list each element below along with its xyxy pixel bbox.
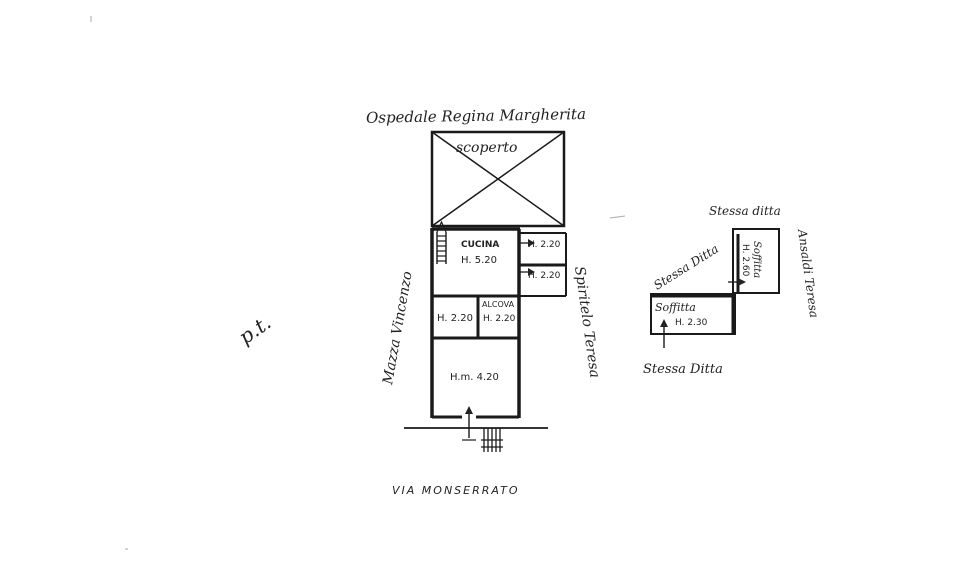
- left-room-height: H. 2.20: [437, 313, 473, 324]
- street-label: VIA MONSERRATO: [392, 484, 520, 497]
- courtyard: [430, 130, 566, 228]
- entrance-steps: [481, 428, 503, 452]
- courtyard-label: scoperto: [456, 140, 517, 156]
- kitchen-height: H. 5.20: [461, 255, 497, 266]
- attic-walls: [650, 228, 780, 335]
- north-neighbor-label: Ospedale Regina Margherita: [366, 105, 586, 127]
- attic-arrows: [660, 278, 746, 348]
- alcove-label: ALCOVA: [482, 300, 515, 309]
- attic-right-neighbor: Ansaldi Teresa: [795, 227, 821, 318]
- attic-1-label: Soffitta: [751, 241, 762, 278]
- east-neighbor-label: Spiritelo Teresa: [571, 265, 603, 379]
- small-room-2-height: H. 2.20: [528, 271, 561, 281]
- main-room-height: H.m. 4.20: [450, 372, 499, 383]
- kitchen-label: CUCINA: [461, 240, 499, 250]
- attic-bottom-neighbor: Stessa Ditta: [643, 362, 723, 377]
- attic-2-label: Soffitta: [655, 301, 696, 314]
- alcove-height: H. 2.20: [483, 314, 516, 324]
- scan-marks: [90, 16, 626, 550]
- attic-2-height: H. 2.30: [675, 318, 708, 328]
- staircase: [436, 220, 447, 264]
- ground-floor-walls: [404, 227, 567, 429]
- floor-mark: p.t.: [234, 310, 275, 349]
- attic-left-neighbor: Stessa Ditta: [651, 242, 721, 293]
- attic-1-height: H. 2.60: [740, 244, 750, 277]
- attic-top-neighbor: Stessa ditta: [709, 204, 781, 218]
- annex-arrows: [519, 239, 535, 276]
- small-room-1-height: H. 2.20: [528, 240, 561, 250]
- entrance-arrow: [462, 406, 476, 441]
- west-neighbor-label: Mazza Vincenzo: [380, 270, 416, 387]
